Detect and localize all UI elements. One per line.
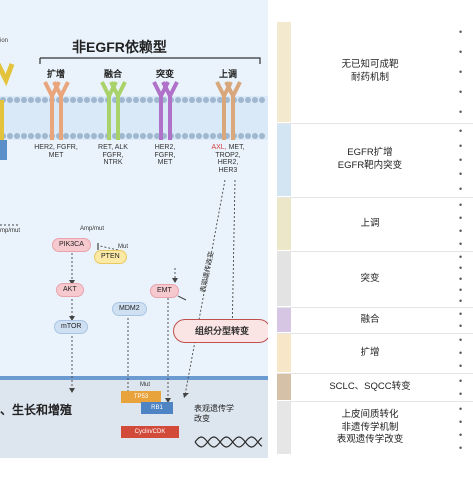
receptors-fusion: RET, ALK FGFR, NTRK	[98, 144, 128, 167]
row-label: SCLC、SQCC转变	[329, 380, 411, 392]
nuclear-membrane	[0, 376, 268, 380]
table-row: 上调 ••••	[277, 198, 473, 250]
row-color-strip	[277, 198, 291, 250]
pten-node: PTEN	[94, 250, 127, 264]
table-row: EGFR扩增 EGFR靶内突变 •••••	[277, 124, 473, 196]
receptor-amp	[43, 81, 70, 140]
emt-node: EMT	[150, 284, 179, 298]
row-color-strip	[277, 22, 291, 122]
row-label: 扩增	[360, 346, 380, 358]
row-bullets: ••••	[459, 199, 463, 249]
table-row: 扩增 •••	[277, 334, 473, 372]
kinase-fragment	[0, 140, 7, 160]
epigenetic-change-label: 表观遗传学 改变	[194, 404, 234, 424]
receptor-upregulation	[215, 81, 242, 140]
amp-mut-left-label: mp/mut	[0, 228, 21, 234]
table-row: SCLC、SQCC转变 ••	[277, 374, 473, 400]
cyclin-cdk-box: Cyclin/CDK	[121, 426, 179, 438]
row-bullets: •••	[459, 335, 463, 371]
row-color-strip	[277, 252, 291, 306]
row-bullets: •••••	[459, 126, 463, 194]
table-row: 上皮间质转化 非遗传学机制 表观遗传学改变 ••••	[277, 402, 473, 454]
row-label: EGFR扩增 EGFR靶内突变	[337, 147, 403, 171]
diagram-graphics	[0, 57, 265, 448]
receptor-mutation	[152, 81, 179, 140]
row-bullets: •••••	[459, 252, 463, 306]
row-color-strip	[277, 334, 291, 372]
receptor-fusion	[100, 81, 127, 140]
receptors-mutation: HER2, FGFR, MET	[154, 144, 176, 167]
row-bullets: ••••	[459, 403, 463, 453]
row-bullets: ••	[459, 309, 463, 331]
mechanism-amp-label: 扩增	[46, 69, 65, 79]
mdm2-node: MDM2	[112, 302, 147, 316]
mechanism-fusion-label: 融合	[103, 69, 122, 79]
receptors-amp: HER2, FGFR, MET	[34, 144, 78, 159]
pik3ca-node: PIK3CA	[52, 238, 91, 252]
row-color-strip	[277, 374, 291, 400]
row-color-strip	[277, 402, 291, 454]
row-label: 无已知可成靶 耐药机制	[341, 59, 399, 83]
mechanism-upregulation-label: 上调	[218, 69, 237, 79]
mechanism-mutation-label: 突变	[155, 69, 174, 79]
diagram-title: 非EGFR依赖型	[72, 39, 167, 55]
pten-mut-label: Mut	[118, 244, 129, 250]
pathway-diagram: 非EGFR依赖型 ion 扩增 融合 突变 上调 HER2, FGFR, MET…	[0, 0, 268, 458]
growth-proliferation-label: 、生长和增殖	[0, 403, 73, 417]
row-color-strip	[277, 308, 291, 332]
row-bullets: ••	[459, 375, 463, 399]
histological-transformation: 组织分型转变	[173, 319, 268, 343]
row-label: 上皮间质转化 非遗传学机制 表观遗传学改变	[336, 408, 404, 446]
row-label: 上调	[360, 217, 380, 229]
dna-helix	[194, 436, 263, 448]
receptors-upregulation-rest: MET, TROP2, HER2, HER3	[215, 144, 245, 175]
mtor-node: mTOR	[54, 320, 89, 334]
row-color-strip	[277, 124, 291, 196]
table-row: 融合 ••	[277, 308, 473, 332]
row-bullets: •••••	[459, 27, 463, 117]
receptors-upregulation: AXL, MET, TROP2, HER2, HER3	[206, 144, 250, 175]
rb1-box: RB1	[141, 402, 173, 414]
amp-mut-label: Amp/mut	[80, 226, 105, 232]
table-row: 无已知可成靶 耐药机制 •••••	[277, 22, 473, 122]
tp53-box: TP53	[121, 391, 161, 403]
membrane-beads	[0, 97, 265, 139]
row-label: 突变	[360, 272, 380, 284]
akt-node: AKT	[56, 283, 84, 297]
row-label: 融合	[360, 313, 380, 325]
table-row: 突变 •••••	[277, 252, 473, 306]
corner-text: ion	[0, 38, 9, 44]
egfr-receptor-fragment	[0, 62, 15, 87]
tp53-mut-label: Mut	[140, 382, 151, 388]
receptors-upregulation-axl: AXL,	[211, 144, 227, 151]
